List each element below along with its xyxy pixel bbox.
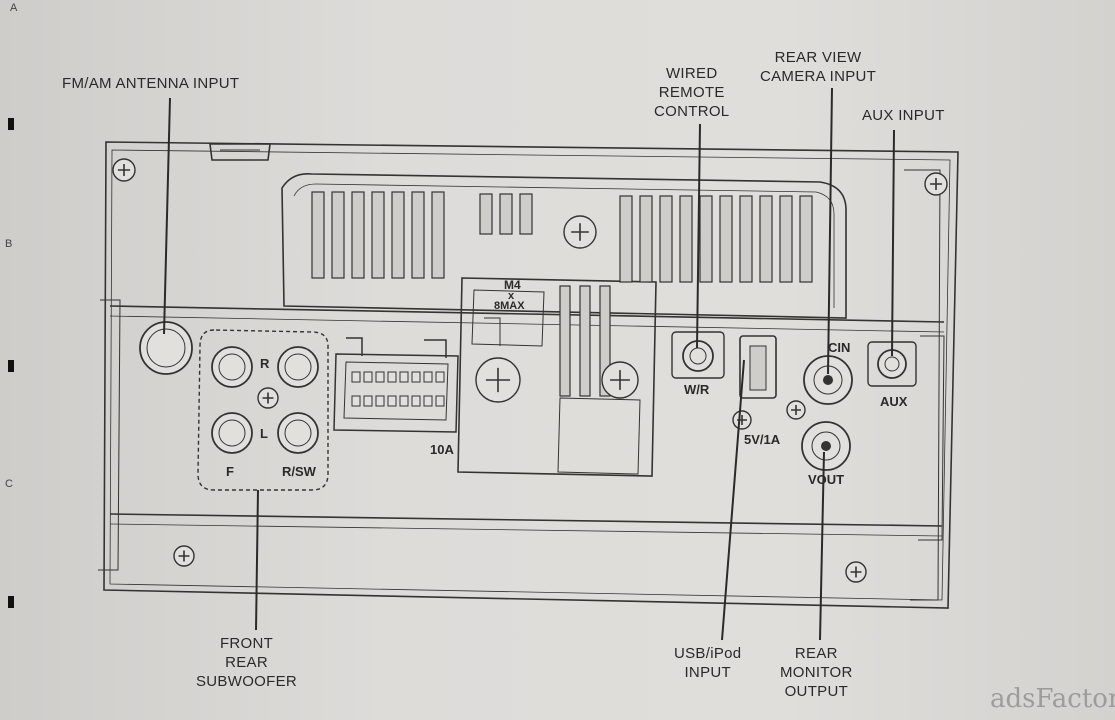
mark-rsw: R/SW [282,464,316,479]
mark-vout: VOUT [808,472,845,487]
leader-lines [163,87,895,641]
usb-port [739,335,777,399]
front-rear-subwoofer-label: FRONT REAR SUBWOOFER [196,635,298,690]
edge-tick [8,596,14,608]
rear-monitor-output-label: REAR MONITOR OUTPUT [780,645,853,700]
main-harness-connector [333,337,459,433]
edge-letter-c: C [5,478,13,490]
aux-input-label: AUX INPUT [862,107,945,124]
usb-ipod-label: USB/iPod INPUT [674,645,742,681]
central-block [457,277,657,477]
mark-fuse: 10A [430,442,454,457]
top-tab [209,143,271,161]
rca-cluster-outline [197,329,329,491]
aux-jack [867,341,917,387]
connector-pins [351,371,445,407]
mark-l: L [260,426,268,441]
mark-r: R [260,356,270,371]
mark-m4: M4 [504,278,521,292]
mark-cin: CIN [828,340,851,355]
wired-remote-label: WIRED REMOTE CONTROL [654,65,730,120]
edge-tick [8,118,14,130]
rca-jacks [211,346,319,454]
video-output-jack [801,421,851,471]
panel-divider [109,305,945,323]
mark-aux: AUX [880,394,908,409]
fm-am-antenna-label: FM/AM ANTENNA INPUT [62,75,240,92]
antenna-jack [139,321,193,375]
edge-tick [8,360,14,372]
mark-5v1a: 5V/1A [744,432,781,447]
mark-x: x [508,290,515,302]
mark-f: F [226,464,234,479]
edge-letter-b: B [5,238,13,250]
watermark-logo: adsFactory [990,684,1115,714]
screws [112,158,948,583]
mark-wr: W/R [684,382,710,397]
mark-8max: 8MAX [494,300,525,312]
rear-view-camera-label: REAR VIEW CAMERA INPUT [760,49,877,85]
chassis-outline [103,141,959,609]
heatsink-fins [311,191,813,397]
lower-rail [109,513,943,527]
edge-letter-a: A [10,2,18,14]
heatsink-housing [281,172,847,319]
